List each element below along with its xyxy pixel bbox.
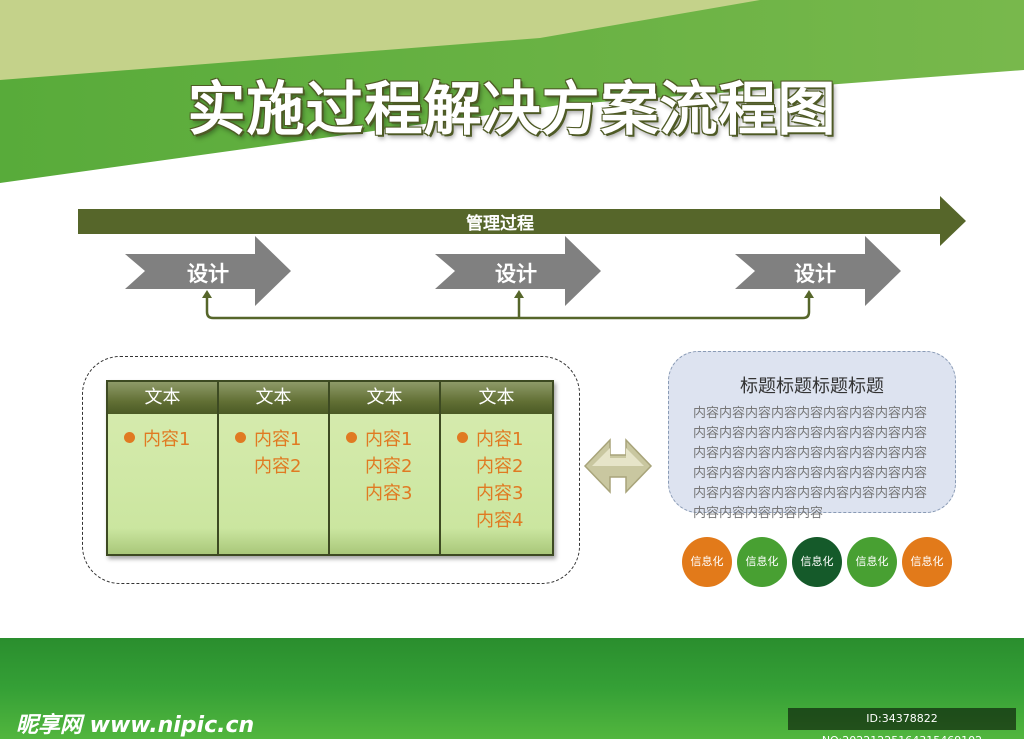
connector-arrowhead-2 bbox=[514, 290, 524, 298]
list-item: 内容2 bbox=[365, 456, 413, 477]
design-arrow-3 bbox=[735, 236, 901, 306]
connector-arrowhead-3 bbox=[804, 290, 814, 298]
list-item: 内容4 bbox=[476, 510, 524, 531]
table-column: 文本 内容1 内容2 bbox=[219, 382, 330, 554]
column-header: 文本 bbox=[219, 382, 328, 414]
design-label-3: 设计 bbox=[794, 262, 836, 286]
feedback-connector bbox=[205, 295, 811, 320]
list-item: 内容1 bbox=[124, 426, 217, 453]
management-process-label: 管理过程 bbox=[466, 214, 534, 234]
bullet-dot-icon bbox=[457, 432, 468, 443]
list-item: 内容2 bbox=[254, 456, 302, 477]
table-column: 文本 内容1 内容2 内容3 内容4 bbox=[441, 382, 552, 554]
bullet-dot-icon bbox=[235, 432, 246, 443]
bullet-dot-icon bbox=[124, 432, 135, 443]
top-light-band bbox=[0, 0, 760, 80]
list-item: 内容2 bbox=[476, 456, 524, 477]
bullet-dot-icon bbox=[346, 432, 357, 443]
connector-arrowhead-1 bbox=[202, 290, 212, 298]
info-badge: 信息化 bbox=[847, 537, 897, 587]
list-item: 内容3 bbox=[365, 483, 413, 504]
design-label-2: 设计 bbox=[495, 262, 537, 286]
page-title: 实施过程解决方案流程图 bbox=[187, 75, 837, 143]
info-text: 内容内容内容内容内容内容内容内容内容内容内容内容内容内容内容内容内容内容内容内容… bbox=[693, 406, 928, 521]
design-arrow-2 bbox=[435, 236, 601, 306]
list-item: 内容1 bbox=[346, 426, 439, 453]
management-process-arrow bbox=[78, 196, 966, 246]
info-badge: 信息化 bbox=[682, 537, 732, 587]
watermark-site: 昵享网 www.nipic.cn bbox=[16, 713, 255, 738]
table-column: 文本 内容1 内容2 内容3 bbox=[330, 382, 441, 554]
design-arrow-1 bbox=[125, 236, 291, 306]
content-table: 文本 内容1 文本 内容1 内容2 文本 内容1 内容2 内容3 文本 内容1 … bbox=[106, 380, 554, 556]
column-header: 文本 bbox=[108, 382, 217, 414]
info-badge: 信息化 bbox=[737, 537, 787, 587]
list-item: 内容1 bbox=[235, 426, 328, 453]
list-item: 内容1 bbox=[457, 426, 552, 453]
info-title: 标题标题标题标题 bbox=[740, 376, 884, 397]
column-header: 文本 bbox=[330, 382, 439, 414]
list-item: 内容3 bbox=[476, 483, 524, 504]
table-column: 文本 内容1 bbox=[108, 382, 219, 554]
info-box: 标题标题标题标题 内容内容内容内容内容内容内容内容内容内容内容内容内容内容内容内… bbox=[668, 351, 956, 521]
table-frame bbox=[82, 356, 580, 584]
design-label-1: 设计 bbox=[187, 262, 229, 286]
info-badge: 信息化 bbox=[902, 537, 952, 587]
badge-row: 信息化 信息化 信息化 信息化 信息化 bbox=[682, 537, 957, 587]
watermark-id: ID:34378822 NO:20221225164315469102 bbox=[788, 708, 1016, 747]
column-header: 文本 bbox=[441, 382, 552, 414]
info-badge: 信息化 bbox=[792, 537, 842, 587]
double-arrow-icon bbox=[583, 438, 653, 494]
